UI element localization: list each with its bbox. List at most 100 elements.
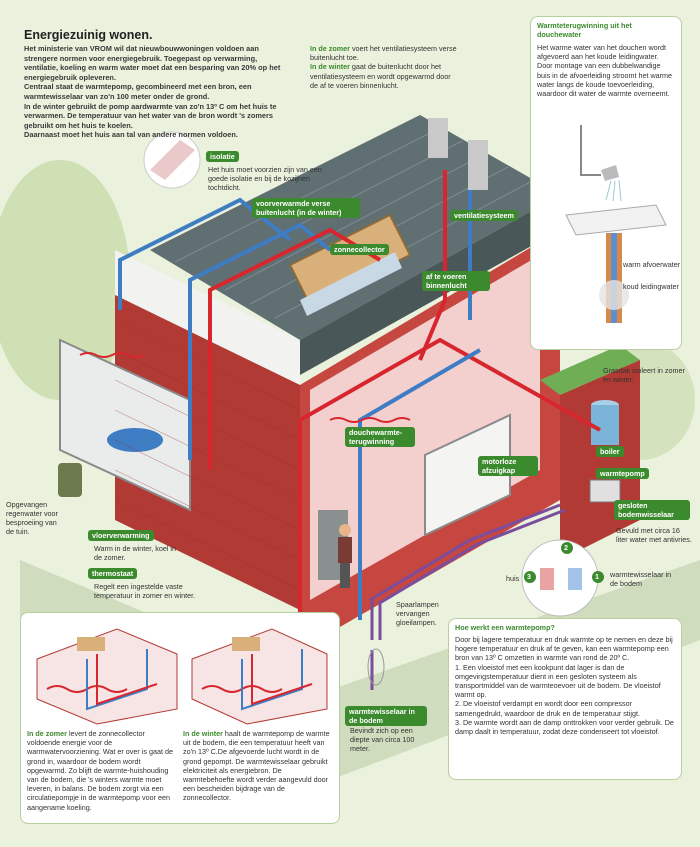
tag-motorloze-afzuigkap: motorloze afzuigkap bbox=[478, 456, 538, 476]
intro-paragraph-2: Centraal staat de warmtepomp, gecombinee… bbox=[24, 82, 252, 101]
tag-vloerverwarming: vloerverwarming bbox=[88, 530, 154, 541]
solar-glass bbox=[300, 252, 402, 316]
heatpump-heading: Hoe werkt een warmtepomp? bbox=[455, 623, 555, 632]
person-head bbox=[339, 524, 351, 536]
interior-glow bbox=[310, 255, 540, 600]
warm-water-label: warm afvoerwater bbox=[623, 260, 681, 269]
tag-isolatie: isolatie bbox=[206, 151, 239, 162]
tag-boiler: boiler bbox=[596, 446, 624, 457]
shower-pipe bbox=[580, 125, 601, 176]
thermostaat-label: Regelt een ingestelde vaste temperatuur … bbox=[94, 582, 196, 600]
flat-roof-edge bbox=[115, 250, 300, 385]
person-body bbox=[338, 537, 352, 563]
step-3-number: 3 bbox=[527, 572, 531, 581]
solar-collector bbox=[288, 213, 412, 307]
sofa-figure bbox=[107, 428, 163, 452]
rain-barrel bbox=[58, 463, 82, 497]
bodem-label: Bevindt zich op een diepte van circa 100… bbox=[350, 726, 415, 753]
vloerverwarming-label: Warm in de winter, koel in de zomer. bbox=[94, 544, 177, 562]
window-upper bbox=[424, 413, 511, 537]
heatpump-panel: Hoe werkt een warmtepomp? Door bij lager… bbox=[448, 618, 682, 780]
floor-heating-coil-2 bbox=[329, 417, 411, 423]
tag-voorverwarmde-buitenlucht: voorverwarmde verse buitenlucht (in de w… bbox=[252, 198, 360, 218]
winter-house bbox=[191, 628, 328, 725]
regenwater-label: Opgevangen regenwater voor besproeiing v… bbox=[6, 500, 58, 536]
tree-left bbox=[0, 160, 130, 400]
shower-tray bbox=[565, 204, 667, 236]
seasons-diagrams bbox=[36, 628, 328, 725]
ground-pipes bbox=[369, 503, 566, 640]
pipe-detail bbox=[599, 280, 629, 310]
roof-main bbox=[150, 115, 560, 340]
winter-text: In de winter haalt de warmtepomp de warm… bbox=[183, 729, 333, 803]
bore-hole bbox=[367, 648, 385, 686]
heatpump-unit bbox=[589, 479, 621, 503]
summer-collector bbox=[77, 637, 105, 651]
spaarlampen-label: Spaarlampen vervangen gloeilampen. bbox=[396, 600, 439, 627]
step-1-marker bbox=[592, 571, 604, 583]
intro-text: Het ministerie van VROM wil dat nieuwbou… bbox=[24, 44, 286, 140]
tag-warmtepomp: warmtepomp bbox=[596, 468, 649, 479]
grass-roof bbox=[540, 345, 640, 395]
wisselaar-label: warmtewisselaar in de bodem bbox=[610, 570, 672, 588]
wall-front-left bbox=[115, 295, 300, 610]
summer-body: levert de zonnecollector voldoende energ… bbox=[27, 729, 173, 812]
winter-collector bbox=[232, 637, 260, 651]
tag-zonnecollector: zonnecollector bbox=[330, 244, 389, 255]
intro-paragraph-4: Daarnaast moet het huis aan tal van ande… bbox=[24, 130, 238, 140]
tag-douchewarmteterugwinning: douchewarmte-terugwinning bbox=[345, 427, 415, 447]
heatpump-step-2: 2. De vloeistof verdampt en wordt door e… bbox=[455, 699, 640, 718]
heatpump-explanation: Door bij lagere temperatuur en druk warm… bbox=[455, 635, 675, 736]
shower-illustration bbox=[565, 125, 667, 323]
step-1-number: 1 bbox=[595, 572, 599, 581]
summer-text: In de zomer levert de zonnecollector vol… bbox=[27, 729, 175, 812]
step-2-number: 2 bbox=[564, 543, 568, 552]
shower-head bbox=[601, 165, 619, 181]
seasons-panel: In de zomer levert de zonnecollector vol… bbox=[20, 612, 340, 824]
page-title: Energiezuinig wonen. bbox=[24, 28, 153, 42]
ventilation-winter-text: gaat de buitenlucht door het ventilaties… bbox=[310, 62, 451, 90]
heatpump-step-3: 3. De warmte wordt aan de damp onttrokke… bbox=[455, 717, 674, 737]
window-living bbox=[59, 338, 191, 512]
shower-spray bbox=[605, 179, 622, 202]
heatpump-coil-cold bbox=[568, 568, 582, 590]
person-legs bbox=[340, 563, 350, 588]
tag-warmtewisselaar-bodem: warmtewisselaar in de bodem bbox=[345, 706, 427, 726]
tag-ventilatiesysteem: ventilatiesysteem bbox=[450, 210, 518, 221]
tag-gesloten-bodemwisselaar: gesloten bodemwisselaar bbox=[614, 500, 690, 520]
summer-cold-pipe bbox=[86, 649, 148, 711]
shower-panel: Warmteterugwinning uit het douchewater H… bbox=[530, 16, 682, 350]
drain-pipe-cold bbox=[611, 233, 617, 323]
winter-body: haalt de warmtepomp de warmte uit de bod… bbox=[183, 729, 330, 803]
tag-af-te-voeren-binnenlucht: af te voeren binnenlucht bbox=[422, 271, 490, 291]
grasdak-label: Grasdak isoleert in zomer en winter. bbox=[603, 366, 685, 384]
heatpump-coil-warm bbox=[540, 568, 554, 590]
isolatie-layer bbox=[150, 140, 195, 180]
summer-house bbox=[36, 628, 178, 725]
brick-lines bbox=[114, 319, 301, 591]
tag-thermostaat: thermostaat bbox=[88, 568, 138, 579]
winter-lead: In de winter bbox=[183, 729, 223, 738]
shower-heading: Warmteterugwinning uit het douchewater bbox=[537, 21, 632, 40]
step-2-marker bbox=[561, 542, 573, 554]
ventilation-summer-text: voert het ventilatiesysteem verse buiten… bbox=[310, 44, 457, 63]
ventilation-text: In de zomer voert het ventilatiesysteem … bbox=[310, 44, 458, 90]
shower-text: Het warme water van het douchen wordt af… bbox=[537, 43, 673, 99]
summer-lead: In de zomer bbox=[27, 729, 67, 738]
step-3-marker bbox=[524, 571, 536, 583]
ventilation-summer-lead: In de zomer bbox=[310, 44, 350, 53]
winter-hot-pipe bbox=[251, 654, 313, 706]
floor-heating-coil bbox=[79, 352, 145, 358]
heatpump-intro: Door bij lagere temperatuur en druk warm… bbox=[455, 635, 673, 663]
boiler bbox=[591, 405, 619, 445]
cold-water-label: koud leidingwater bbox=[623, 282, 679, 291]
isolatie-text: Het huis moet voorzien zijn van een goed… bbox=[208, 165, 322, 193]
vent-pipe-2 bbox=[468, 140, 488, 190]
vent-pipe-1 bbox=[428, 118, 448, 158]
gesloten-label: Gevuld met circa 16 liter water met anti… bbox=[616, 526, 692, 544]
ventilation-winter-lead: In de winter bbox=[310, 62, 350, 72]
winter-cold-pipe bbox=[241, 649, 303, 711]
intro-paragraph-3: In de winter gebruikt de pomp aardwarmte… bbox=[24, 101, 277, 130]
heatpump-step-1: 1. Een vloeistof met een kookpunt dat la… bbox=[455, 662, 661, 700]
huis-label: huis bbox=[506, 574, 520, 583]
